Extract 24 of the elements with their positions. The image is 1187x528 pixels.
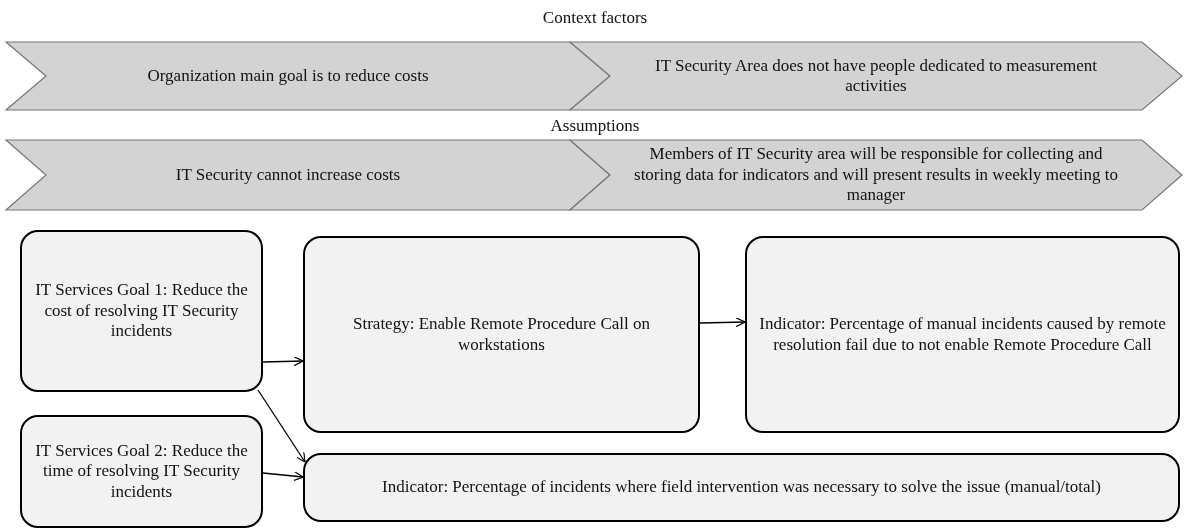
node-text: IT Security cannot increase costs bbox=[175, 164, 401, 186]
rounded-box bbox=[20, 415, 263, 528]
rounded-box bbox=[303, 236, 700, 433]
node-text: Indicator: Percentage of manual incidents caused by remote resolution fail due to not enable Remote Procedure Call bbox=[758, 314, 1167, 355]
node-text: IT Services Goal 2: Reduce the time of resolving IT Security incidents bbox=[34, 440, 249, 503]
node-text: Members of IT Security area will be responsible for collecting and storing data for indicators and will present results in weekly meeting to manager bbox=[633, 144, 1119, 206]
arrow bbox=[262, 471, 304, 482]
node-text: IT Services Goal 1: Reduce the cost of resolving IT Security incidents bbox=[34, 280, 249, 342]
node-text: Indicator: Percentage of incidents where field intervention was necessary to solve the issue (manual/total) bbox=[382, 477, 1101, 498]
rounded-box bbox=[745, 236, 1180, 433]
arrow bbox=[262, 356, 304, 367]
node-text: Organization main goal is to reduce costs bbox=[147, 65, 429, 87]
node-text: Strategy: Enable Remote Procedure Call on workstations bbox=[352, 314, 651, 355]
node-text: IT Security Area does not have people dedicated to measurement activities bbox=[654, 55, 1098, 97]
rounded-box bbox=[20, 230, 263, 392]
rounded-box bbox=[303, 453, 1180, 522]
chevron-shape bbox=[570, 42, 1182, 110]
chevron-shape bbox=[570, 140, 1182, 210]
chevron-shape bbox=[6, 42, 610, 110]
chevron-shape bbox=[6, 140, 610, 210]
section-heading: Assumptions bbox=[549, 116, 641, 136]
arrow bbox=[257, 389, 306, 463]
section-heading: Context factors bbox=[541, 8, 649, 28]
arrow bbox=[699, 317, 746, 328]
